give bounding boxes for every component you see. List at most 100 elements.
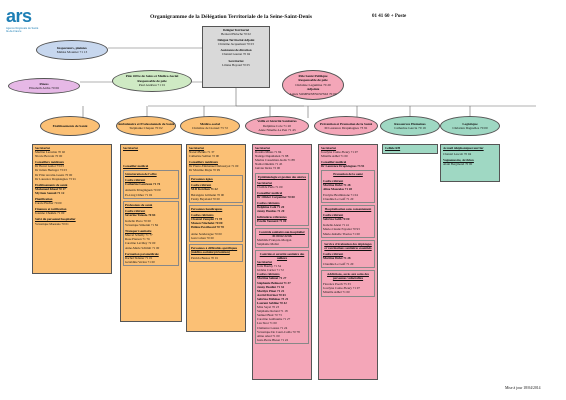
amb-sec-1: Po-Ling Chhor 71 02 [125,192,153,197]
etab-fin-0: Joséane Chakkla 71 00 [35,211,65,216]
secretariat-name: Liliane Boyaud 70 05 [222,62,250,67]
prev-serv-box: Service d'évaluation des dépistages et v… [321,239,375,269]
log-column: Accueil téléphonique/courrier Chantal La… [440,144,500,182]
rh-cel: Cellule RH [385,146,401,150]
veille-epid: Epidémiologie et gestion des alertes [257,174,307,179]
veille-csm-secr: Secrétariat [257,260,273,265]
etab-cons: Conseillers médicaux [35,160,64,165]
amb-cad2-line: Severine Tateolo 70 84 [125,212,156,217]
amb-trans-1: Rose Pierson 71 76 [125,237,150,242]
veille-cad2-11: Léa Sirot 71 00 [257,321,277,326]
etab-suivi: Suivi du personnel hospitalier [35,217,76,222]
veille-cad2-4: Astrid Perrinet 70 63 [257,292,286,297]
etab-fin: Finances et tarification [35,207,67,212]
veille-cons: Conseiller médical [257,190,283,195]
prev-cad-1: Aline Mouzelas 71 28 [323,186,352,191]
prev-title: Prévention et Promotion de la Santé [319,121,373,126]
amb-struct-box: Structuration de l'offre Cadre référent … [123,170,179,199]
ms-diff: Personnes à difficultés spécifiques (méd… [191,245,238,254]
etab-cons-3: Dr Laurence Drapkiagnes 73 91 [35,176,76,181]
veille-epid-secr: Secrétariat [257,180,273,185]
ms-cad2-0: Chantal Zemplet 71 78 [191,217,223,222]
pole-sante-title: Pôle Santé Publique [298,73,328,78]
ms-cad2-2: Hélène Pestiboard 70 78 [191,225,224,230]
prev-cad3: Cadre référent [323,251,344,256]
ms-name: Christine de Lionsel 73 72 [192,126,228,130]
etab-etab2: Etablissements de santé [35,182,68,187]
veille-ccal-1: Stéphanie Mollet [257,241,279,246]
ms-cad-line: M.D Kerzhan 71 22 [191,186,218,191]
prev-hosp-2: Marie-Isabelle Tlaolos 71 00 [323,231,360,236]
prev-hosp-box: Hospitalisation sans consentement Cadre … [321,205,375,238]
veille-epid-box: Epidémiologie et gestion des alertes Sec… [255,172,309,226]
etab-etab2-1: Myriam Samali 71 12 [35,190,65,195]
pole-sante-name: Christine Lagumina 70 20 [295,82,331,87]
delegue-name: Bernard Haloche 70 02 [221,32,251,37]
veille-cad: Cadres référents [257,201,280,206]
veille-secr: Secrétariat [255,146,271,150]
amb-sec-0: Annaick Péraginguen 70 00 [125,188,161,193]
amb-cad-line: Catherine Louvieux 71 74 [125,182,161,187]
prev-hosp-0: Isabelle Anzet 71 41 [323,223,350,228]
prev-cad3-0: Martine Dufet 71 28 [323,255,351,260]
pole-sante-adj: Adjointe [306,87,320,92]
prev-cons: Conseiller médical [321,160,347,165]
veille-cad2-3: Marilyn Pinat 71 22 [257,288,285,293]
prev-secr-1: Mireille Adhel 71 00 [321,154,348,159]
adjoint-name: Christine Jacquemont 70 03 [218,42,254,47]
logo-line2: Ile-de-France [6,30,22,33]
rh-oval: Ressources Humaines Catherine Garcia 70 … [380,116,440,136]
pole-offre-oval: Pôle Offre de Soins et Médico-Social Res… [112,70,192,92]
amb-prof: Professions de santé [125,202,153,207]
ms-pa-box: Personnes âgées Cadre référent M.D Kerzh… [189,174,243,204]
ms-pa-0: Bérangère Gilmann 70 00 [191,192,225,197]
veille-secr-1: Nadège Dupuhatien 71 88 [255,154,289,159]
ars-logo: ars Agence Régionale de Santé Ile-de-Fra… [6,6,38,33]
logo-mark: ars [6,6,32,26]
ms-pa-1: Fanny Beyaland 70 00 [191,196,220,201]
veille-secr-4: Janvier Ikrira 72 00 [255,166,281,171]
etab-suivi-0: Véronique Maesano 70 01 [35,221,69,226]
amb-prof-box: Professions de santé Cadre référent Seve… [123,200,179,266]
ms-cad2-1: Manon Ninchelet 70 00 [191,221,223,226]
prev-promo-1: Claudine Le Goff 71 20 [323,196,354,201]
ms-title: Médico-social [200,121,220,126]
direction-box: Délégué Territorial Bernard Haloche 70 0… [202,26,270,88]
log-vag-0: Alain Bergmond 70 00 [443,162,473,167]
amb-trans-3: Anne-Marie Schmitt 71 00 [125,245,160,250]
veille-cad2-12: Clémence Lassus 71 24 [257,325,288,330]
prev-adict-2: Mireille Adhel 71 00 [323,290,350,295]
veille-csm-box: Contrôle et sécurité sanitaire des milie… [255,249,309,344]
prev-cad2: Cadre référent [323,213,344,218]
update-date: Mise à jour 18/04/2014 [505,386,541,390]
logo-line1: Agence Régionale de Santé [6,27,39,30]
prev-adict: Addictions, accès aux soins des personne… [327,272,369,281]
veille-cad2-8: Stéphanie Roland 71 18 [257,309,288,314]
pole-offre-sub: Responsable de pôle [137,78,167,83]
etab-cons-2: Dr Pilar Arcelia-Gaens 70 00 [35,172,73,177]
veille-csm-secr-0: Joris Boulay 71 34 [257,264,281,269]
veille-ccal: Contrôle sanitaire eau-hospitalier [259,229,305,234]
etab-column: Secrétariat Martine Lecomte 70 02 Nicole… [32,144,112,274]
amb-secr: Secrétariat [123,146,139,150]
veille-cad2-5: Sabrina Méhinas 73 21 [257,296,289,301]
prev-adict-box: Addictions, accès aux soins des personne… [321,270,375,297]
etab-cons-0: Dr Hervé Gallot 73 03 [35,164,64,169]
log-acc-0: Chantal Lascolt 70 04 [443,152,472,157]
ms-cad: Cadre référent [191,182,212,187]
pole-offre-name: Paul Andrieu 71 01 [138,83,166,88]
veille-csm: Contrôle et sécurité sanitaire des milie… [259,251,305,260]
rh-column: Cellule RH [382,144,438,154]
ms-pa: Personnes âgées [191,176,213,181]
ms-cons: Conseillers médicaux [189,160,218,165]
veille-cad2-7: Mira Sayel 70 23 [257,305,280,310]
veille-cad2-10: Caroline Guillaume 71 27 [257,317,291,322]
ms-diff-box: Personnes à difficultés spécifiques (méd… [189,243,243,262]
ms-ph-box: Personnes handicapées Cadres référents C… [189,205,243,242]
veille-cad2-15: Jean-Pierre Bleset 71 22 [257,337,289,342]
log-vag: Vaguemestre, Archives [443,158,474,163]
veille-title: Veille et Sécurité Sanitaires [257,119,297,124]
veille-inf: Infirmières référentes [257,215,287,220]
veille-secr-0: Rosalia Minas 71 84 [255,150,282,155]
finess-title: Finess [39,81,49,86]
